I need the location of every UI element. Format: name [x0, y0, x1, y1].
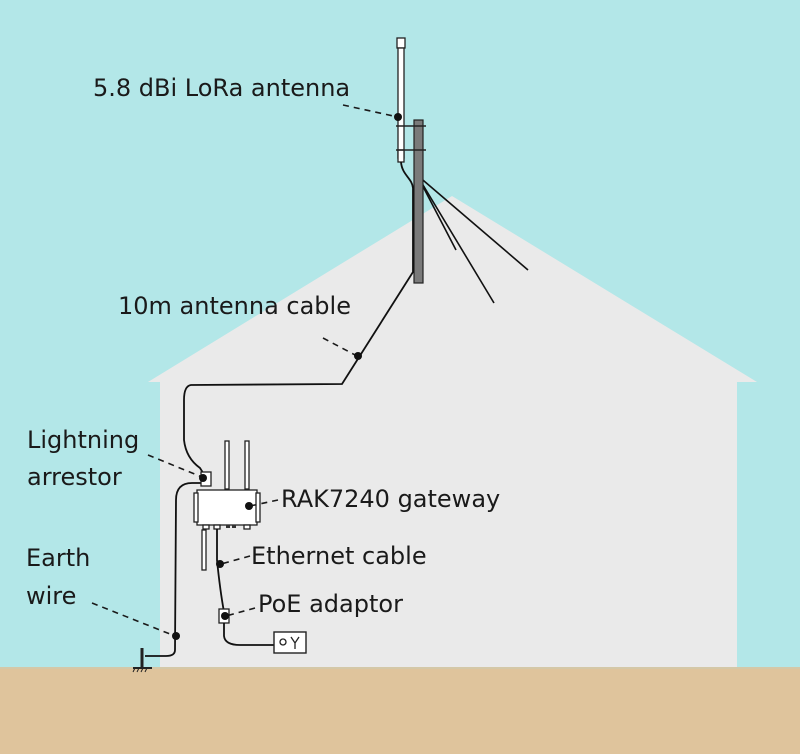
label-earth-line1: Earth: [26, 544, 90, 572]
label-antenna: 5.8 dBi LoRa antenna: [93, 74, 350, 102]
marker-antenna-cable: [354, 352, 362, 360]
marker-lightning-arrestor: [199, 474, 207, 482]
label-gateway: RAK7240 gateway: [281, 485, 500, 513]
marker-ethernet: [216, 560, 224, 568]
house: [148, 196, 757, 668]
leader-gateway: [249, 499, 279, 507]
marker-poe: [221, 612, 229, 620]
ground: [0, 668, 800, 754]
label-lightning-line1: Lightning: [27, 426, 139, 454]
earth-wire: [145, 482, 203, 657]
power-outlet-icon: [273, 631, 307, 654]
label-lightning-line2: arrestor: [27, 463, 122, 491]
mast: [413, 119, 424, 284]
marker-gateway: [245, 502, 253, 510]
leader-poe: [225, 607, 256, 617]
label-antenna-cable: 10m antenna cable: [118, 292, 351, 320]
ground-symbol-icon: [132, 648, 152, 673]
leader-antenna: [342, 104, 399, 118]
label-poe: PoE adaptor: [258, 590, 403, 618]
antenna-cable: [183, 161, 414, 477]
power-cable: [223, 623, 280, 646]
label-earth-line2: wire: [26, 582, 76, 610]
marker-earth-wire: [172, 632, 180, 640]
leader-lightning-arrestor: [147, 454, 203, 478]
leader-earth-wire: [91, 602, 176, 637]
marker-antenna: [394, 113, 402, 121]
leader-ethernet: [220, 555, 251, 565]
ethernet-cable: [216, 529, 225, 613]
label-ethernet: Ethernet cable: [251, 542, 427, 570]
gateway-antennas: [201, 440, 250, 571]
